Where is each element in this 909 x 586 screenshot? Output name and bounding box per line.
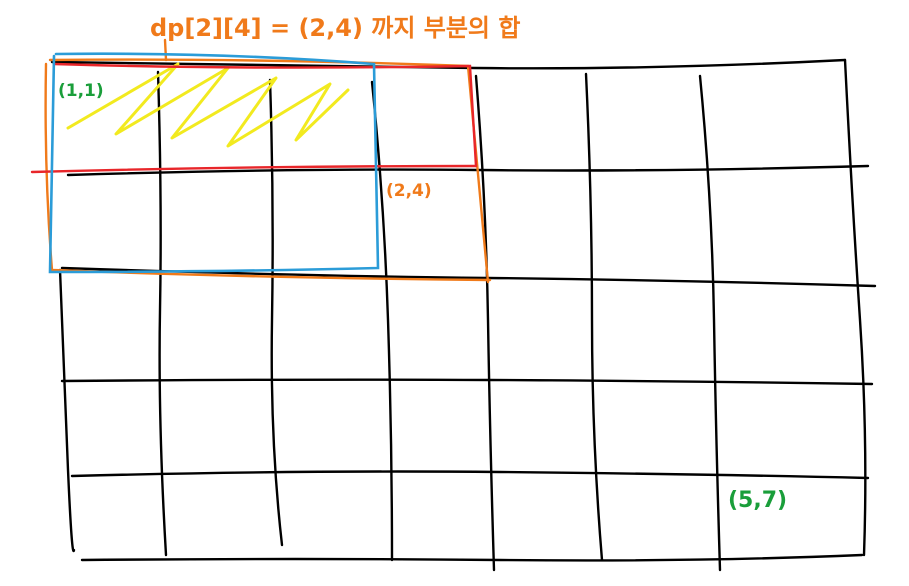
grid-line-h4 [70, 470, 870, 480]
grid-line-bottom [80, 553, 864, 562]
blue-prev-region [48, 52, 380, 274]
grid-line-v4 [474, 74, 496, 572]
grid-line-v1 [156, 70, 168, 557]
grid-line-left [58, 268, 76, 553]
grid-line-v5 [584, 72, 604, 562]
grid-line-v3 [370, 80, 394, 562]
yellow-shading [66, 62, 350, 148]
grid-line-h3 [60, 378, 874, 386]
orange-sum-region [44, 38, 492, 284]
grid-lines [50, 58, 877, 572]
grid-line-top [50, 58, 847, 70]
grid-line-v6 [698, 74, 722, 572]
corner-cell-label: (5,7) [728, 488, 787, 513]
grid-line-v2 [268, 78, 284, 547]
grid-line-right [843, 58, 867, 557]
red-row-region [30, 62, 478, 174]
target-cell-label: (2,4) [386, 181, 432, 201]
title-annotation: dp[2][4] = (2,4) 까지 부분의 합 [150, 14, 520, 42]
start-cell-label: (1,1) [58, 81, 104, 101]
